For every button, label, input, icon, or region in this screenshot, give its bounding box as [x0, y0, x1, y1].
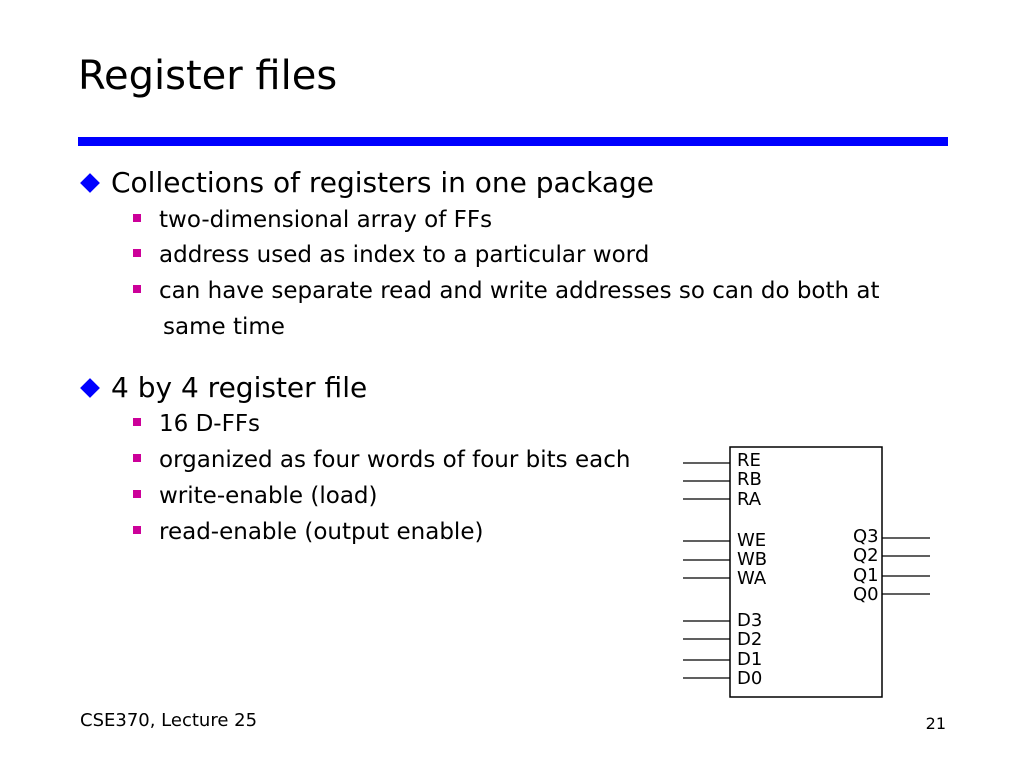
- sub-bullet-ffs: two-dimensional array of FFs: [130, 202, 492, 238]
- page-number: 21: [925, 714, 946, 733]
- slide-title: Register files: [78, 53, 338, 99]
- square-bullet-icon: [133, 418, 141, 426]
- sub-bullet-read-enable: read-enable (output enable): [130, 514, 483, 550]
- sub-bullet-address: address used as index to a particular wo…: [130, 237, 649, 273]
- pin-label-d3: D3: [737, 610, 762, 631]
- square-bullet-icon: [133, 285, 141, 293]
- pin-label-wa: WA: [737, 568, 767, 589]
- title-rule: [78, 137, 948, 146]
- sub-bullet-text: organized as four words of four bits eac…: [159, 447, 631, 473]
- sub-bullet-text: can have separate read and write address…: [159, 278, 880, 304]
- pin-label-q0: Q0: [853, 584, 879, 605]
- pin-label-q1: Q1: [853, 565, 879, 586]
- sub-bullet-16dffs: 16 D-FFs: [130, 406, 260, 442]
- square-bullet-icon: [133, 454, 141, 462]
- register-file-box: [729, 446, 883, 698]
- sub-bullet-write-enable: write-enable (load): [130, 478, 378, 514]
- pin-label-we: WE: [737, 530, 766, 551]
- pin-label-q3: Q3: [853, 526, 879, 547]
- square-bullet-icon: [133, 249, 141, 257]
- pin-label-re: RE: [737, 450, 761, 471]
- sub-bullet-organized: organized as four words of four bits eac…: [130, 442, 630, 478]
- pin-label-rb: RB: [737, 469, 762, 490]
- bullet-text: Collections of registers in one package: [111, 166, 654, 199]
- sub-bullet-text: two-dimensional array of FFs: [159, 207, 493, 233]
- pin-label-d1: D1: [737, 649, 762, 670]
- footer-course: CSE370, Lecture 25: [80, 710, 258, 731]
- sub-bullet-text: write-enable (load): [159, 483, 378, 509]
- sub-bullet-separate: can have separate read and write address…: [130, 273, 880, 309]
- bullet-text: 4 by 4 register file: [111, 371, 368, 404]
- pin-label-q2: Q2: [853, 545, 879, 566]
- sub-bullet-separate-continued: same time: [163, 314, 285, 340]
- bullet-4by4: 4 by 4 register file: [80, 370, 367, 406]
- pin-label-d2: D2: [737, 629, 762, 650]
- sub-bullet-text: 16 D-FFs: [159, 411, 261, 437]
- sub-bullet-text: read-enable (output enable): [159, 519, 484, 545]
- square-bullet-icon: [133, 526, 141, 534]
- bullet-collections: Collections of registers in one package: [80, 165, 654, 201]
- sub-bullet-text: address used as index to a particular wo…: [159, 242, 650, 268]
- pin-label-wb: WB: [737, 549, 767, 570]
- pin-label-ra: RA: [737, 489, 762, 510]
- pin-label-d0: D0: [737, 668, 762, 689]
- square-bullet-icon: [133, 214, 141, 222]
- square-bullet-icon: [133, 490, 141, 498]
